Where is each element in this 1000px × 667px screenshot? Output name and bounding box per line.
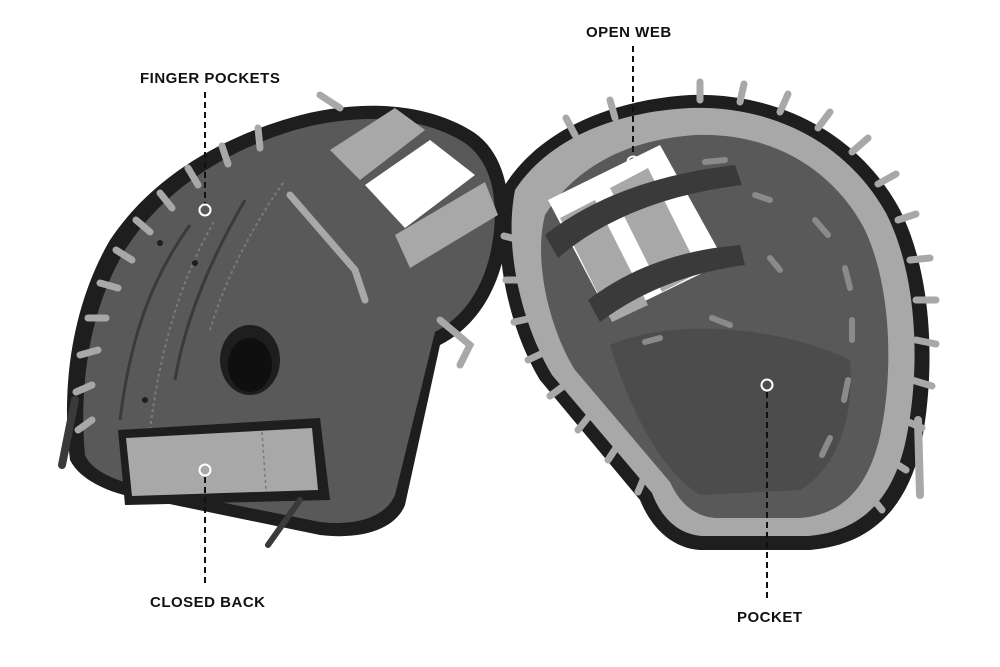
finger-seam [149, 219, 216, 431]
callout-marker [760, 378, 774, 392]
back-glove-lacing [72, 91, 344, 434]
back-web-opening [365, 140, 475, 228]
dangling-lace [265, 497, 303, 548]
palm-pad [610, 328, 851, 495]
finger-pocket-hole [142, 397, 148, 403]
thumb-lace [286, 191, 369, 304]
pocket-lace-marks [642, 157, 855, 458]
callout-open-web [626, 46, 640, 169]
finger-seam [173, 199, 247, 381]
open-web-bar [588, 245, 745, 322]
callout-closed-back [198, 463, 212, 586]
open-web-bar [545, 165, 742, 258]
callout-marker [198, 463, 212, 477]
finger-pocket-hole [192, 260, 198, 266]
open-web-label: OPEN WEB [586, 24, 672, 41]
back-view-glove [58, 91, 509, 548]
palm-glove-lacing [500, 78, 940, 514]
dangling-lace [914, 416, 924, 499]
callout-pocket [760, 378, 774, 602]
back-web-strap [395, 182, 498, 268]
finger-seam [209, 179, 286, 331]
dangling-lace [58, 396, 79, 469]
palm-view-glove [499, 78, 940, 550]
finger-pockets-label: FINGER POCKETS [140, 70, 281, 87]
strap-stitch [261, 431, 267, 491]
callout-marker [626, 155, 640, 169]
finger-seam [118, 224, 192, 421]
finger-pocket-hole [157, 240, 163, 246]
finger-hole [228, 338, 272, 392]
closed-back-strap-face [126, 428, 318, 496]
thumb-lace [436, 316, 475, 369]
closed-back-label: CLOSED BACK [150, 594, 266, 611]
back-glove-shell [83, 119, 495, 523]
callout-marker [198, 203, 212, 217]
callout-finger-pockets [198, 92, 212, 217]
pocket-label: POCKET [737, 609, 803, 626]
back-web-strap [330, 108, 425, 180]
